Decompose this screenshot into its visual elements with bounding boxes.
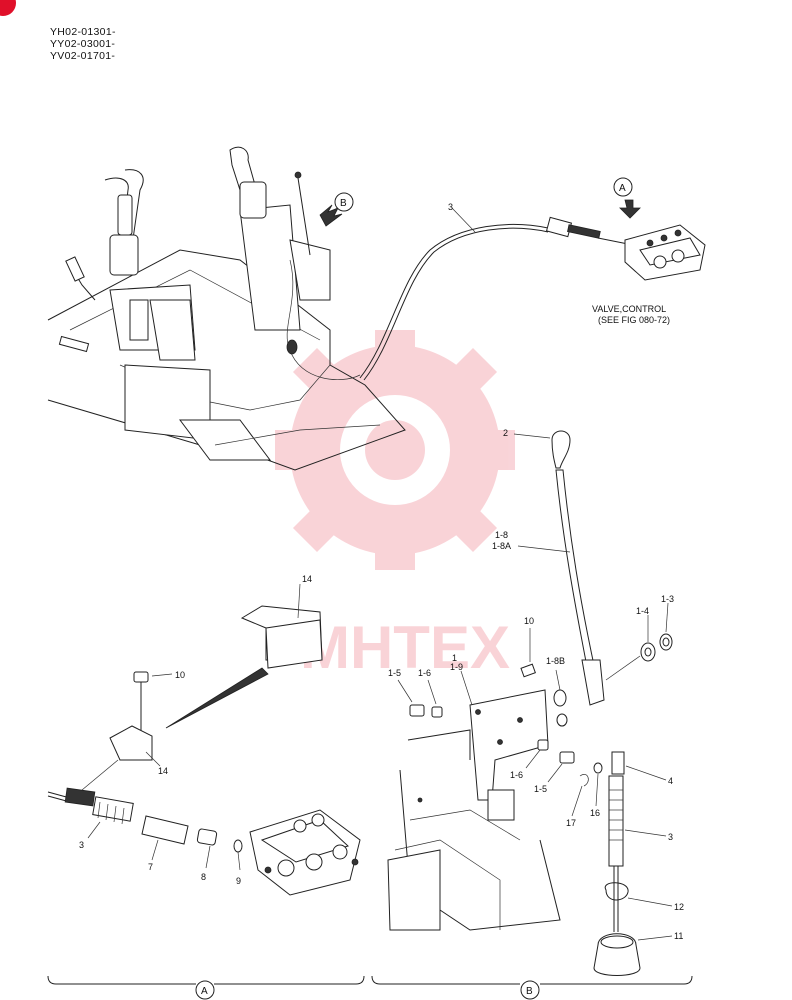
serial-number: YV02-01701-	[50, 50, 116, 62]
section-label-a: A	[201, 986, 208, 997]
part-label: 1	[452, 653, 457, 663]
part-label: 9	[236, 876, 241, 886]
top-cable-3: 3	[359, 202, 629, 381]
watermark-text: MHTEX	[300, 614, 510, 681]
section-a-exploded: 14 10 14 3 7 8 9	[47, 574, 361, 896]
serial-number: YY02-03001-	[50, 38, 116, 50]
watermark-gear-icon	[275, 330, 515, 570]
section-label-b: B	[526, 986, 533, 997]
valve-note-line2: (SEE FIG 080-72)	[598, 315, 670, 325]
part-label: 10	[524, 616, 534, 626]
part-label: 3	[448, 202, 453, 212]
part-label: 1-5	[534, 784, 547, 794]
part-label: 12	[674, 902, 684, 912]
part-label: 8	[201, 872, 206, 882]
part-label: 1-6	[510, 770, 523, 780]
part-label: 4	[668, 776, 673, 786]
part-label: 16	[590, 808, 600, 818]
part-label: 3	[79, 840, 84, 850]
control-valve-top	[624, 224, 706, 281]
serial-numbers: YH02-01301- YY02-03001- YV02-01701-	[50, 26, 116, 62]
part-label: 1-6	[418, 668, 431, 678]
callout-letter: B	[340, 198, 347, 209]
part-label: 1-8A	[492, 541, 511, 551]
part-label: 14	[302, 574, 312, 584]
corner-mark	[0, 0, 16, 16]
callout-b: B	[319, 192, 354, 227]
part-label: 1-5	[388, 668, 401, 678]
part-label: 10	[175, 670, 185, 680]
section-brackets: A B	[47, 975, 693, 1000]
serial-number: YH02-01301-	[50, 26, 116, 38]
part-label: 1-9	[450, 662, 463, 672]
part-label: 1-8B	[546, 656, 565, 666]
cab-floor-assembly	[47, 146, 406, 471]
lever-floor-frame	[387, 729, 561, 931]
part-label: 2	[503, 428, 508, 438]
part-label: 1-4	[636, 606, 649, 616]
lever-assembly: 2 1-8 1-8A 1-4 1-3 1 1-9 10 1-8B	[388, 428, 684, 976]
callout-a-top: A	[613, 177, 641, 219]
part-label: 17	[566, 818, 576, 828]
part-label: 7	[148, 862, 153, 872]
part-label: 11	[674, 931, 683, 941]
part-label: 1-8	[495, 530, 508, 540]
part-label: 14	[158, 766, 168, 776]
part-label: 1-3	[661, 594, 674, 604]
valve-note-line1: VALVE,CONTROL	[592, 304, 666, 314]
callout-letter: A	[619, 183, 626, 194]
part-label: 3	[668, 832, 673, 842]
